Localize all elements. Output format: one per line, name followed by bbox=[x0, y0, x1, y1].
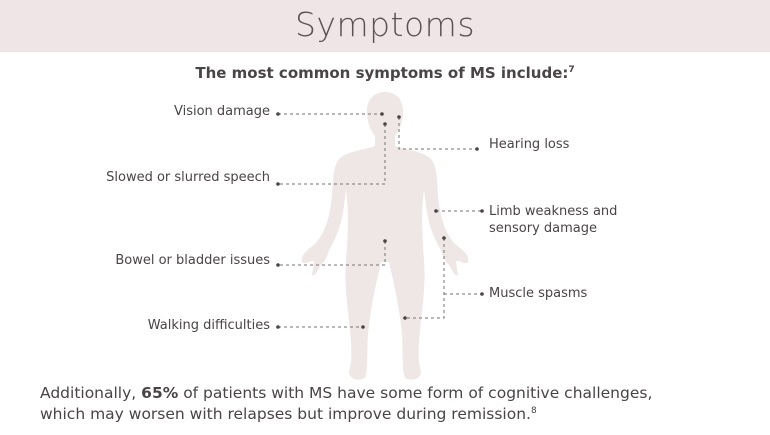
label-walking: Walking difficulties bbox=[147, 318, 270, 333]
subtitle-ref: 7 bbox=[568, 65, 575, 75]
footer-prefix: Additionally, bbox=[40, 384, 142, 402]
footer-ref: 8 bbox=[530, 405, 537, 416]
limb-line-1: Limb weakness and bbox=[489, 204, 618, 219]
footer-line1-rest: of patients with MS have some form of co… bbox=[178, 384, 653, 402]
footer-percent: 65% bbox=[141, 384, 179, 402]
footer-line-1: Additionally, 65% of patients with MS ha… bbox=[40, 383, 760, 404]
connector-lines bbox=[278, 113, 482, 328]
label-bowel-bladder: Bowel or bladder issues bbox=[115, 253, 270, 268]
limb-line-2: sensory damage bbox=[489, 221, 598, 236]
page-title: Symptoms bbox=[294, 5, 476, 44]
footer-line-2: which may worsen with relapses but impro… bbox=[40, 404, 760, 425]
subtitle: The most common symptoms of MS include:7 bbox=[0, 64, 770, 82]
connector-dots bbox=[276, 112, 484, 329]
label-limb-weakness: Limb weakness and sensory damage bbox=[489, 203, 617, 237]
label-vision-damage: Vision damage bbox=[173, 104, 270, 119]
footer-note: Additionally, 65% of patients with MS ha… bbox=[40, 383, 760, 425]
label-muscle-spasms: Muscle spasms bbox=[489, 286, 588, 301]
label-slurred-speech: Slowed or slurred speech bbox=[106, 170, 270, 185]
header-band bbox=[0, 0, 770, 52]
subtitle-text: The most common symptoms of MS include: bbox=[195, 64, 569, 82]
label-hearing-loss: Hearing loss bbox=[489, 137, 570, 152]
footer-line2-text: which may worsen with relapses but impro… bbox=[40, 405, 531, 423]
human-silhouette bbox=[301, 92, 469, 380]
